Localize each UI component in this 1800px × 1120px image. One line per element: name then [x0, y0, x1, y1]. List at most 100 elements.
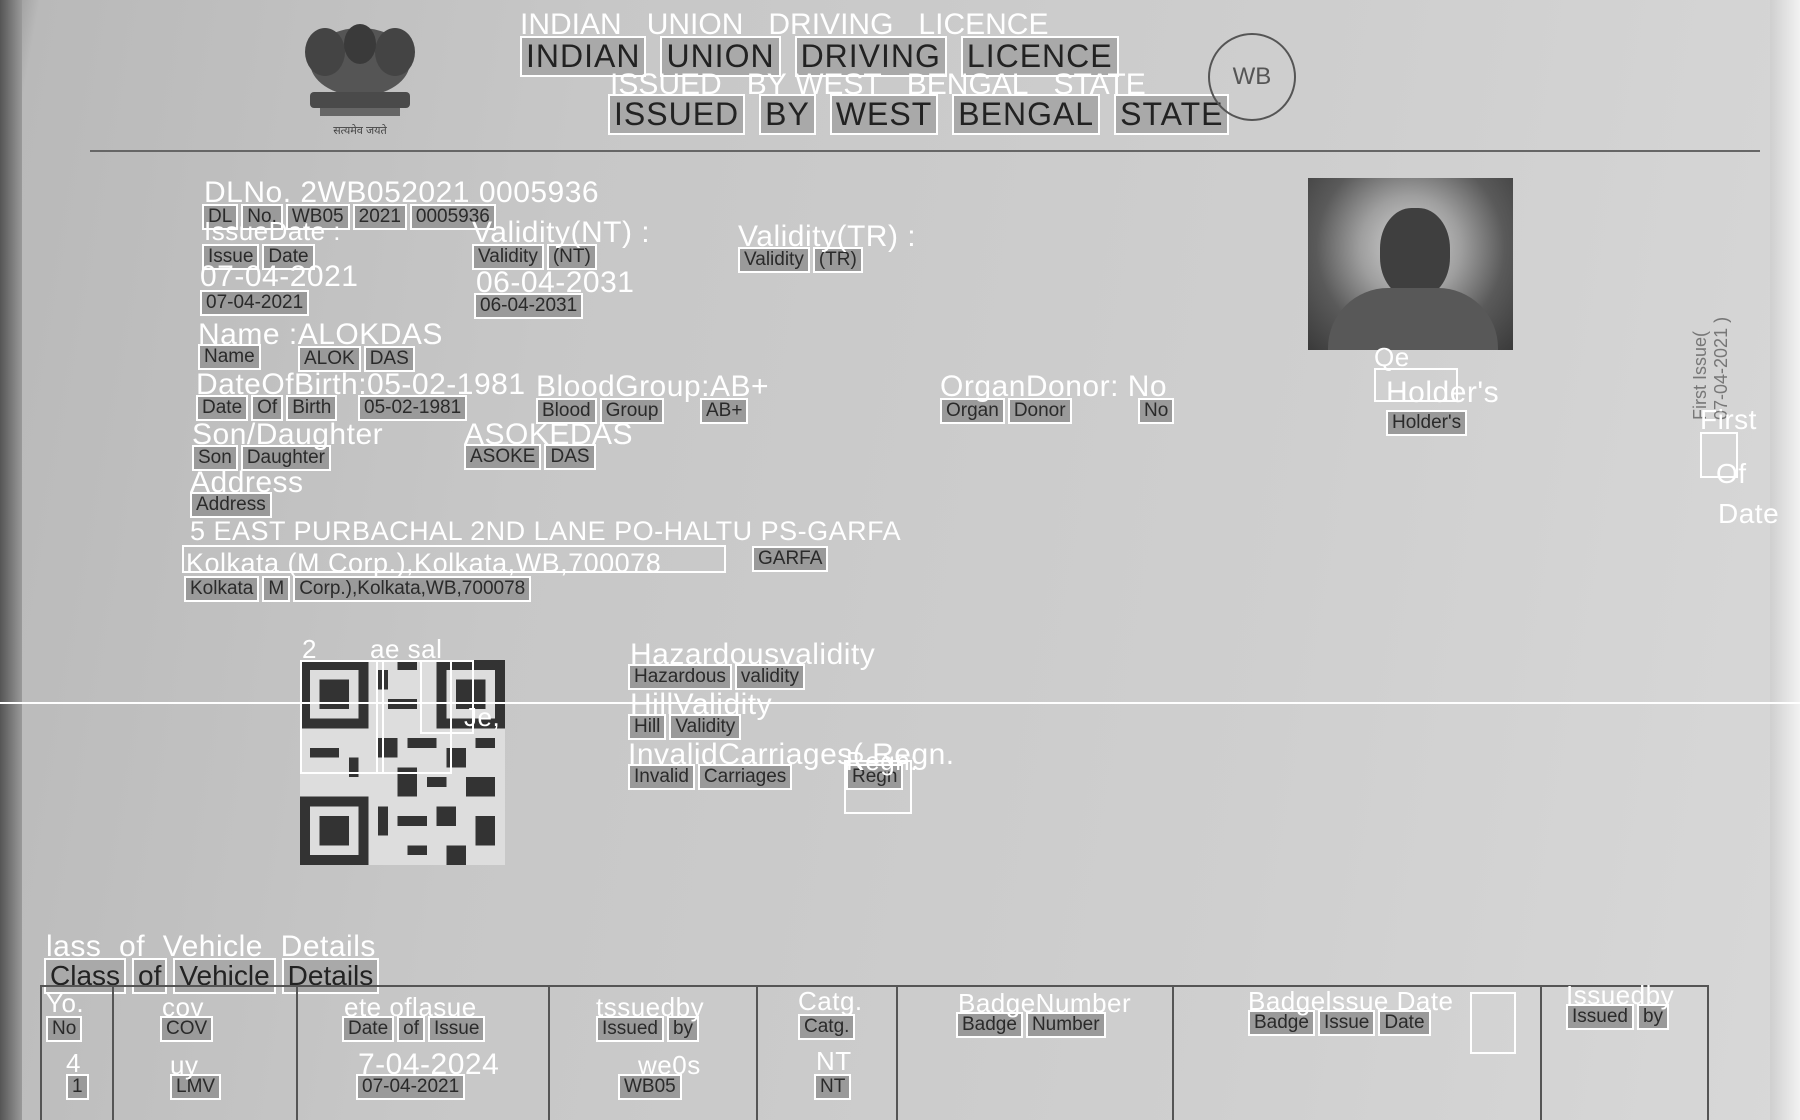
table-col-divider — [112, 985, 114, 1120]
side-ocr-first: First — [1700, 404, 1757, 435]
header-word: UNION — [660, 36, 781, 77]
col-header-ocr: ete oflasue — [344, 992, 477, 1022]
header-word: DRIVING — [794, 36, 947, 77]
dob-ocr: DateOfBirth:05-02-1981 — [196, 368, 526, 401]
table-col-divider — [896, 985, 898, 1120]
qe-ocr-box — [1374, 368, 1458, 402]
regn-label: Regn — [846, 764, 906, 790]
col-header-ocr: BadgeNumber — [958, 988, 1132, 1018]
issue-date-value: 07-04-2021 — [200, 290, 312, 316]
qr-ocr-box — [300, 660, 384, 774]
table-col-divider — [1172, 985, 1174, 1120]
holder-label: Holder's — [1386, 410, 1470, 436]
cell-ocr: NT — [816, 1046, 852, 1076]
regn-box — [844, 760, 912, 814]
cell-ocr: 7-04-2024 — [358, 1048, 500, 1081]
table-col-divider — [296, 985, 298, 1120]
qr-ocr-box — [420, 660, 474, 734]
side-ocr-date: Date — [1718, 498, 1780, 529]
issue-date-value-ocr: 07-04-2021 — [200, 260, 359, 293]
table-col-divider — [1540, 985, 1542, 1120]
header-word: INDIAN — [520, 36, 647, 77]
address-line1-ocr: 5 EAST PURBACHAL 2ND LANE PO-HALTU PS-GA… — [190, 516, 902, 546]
vehicle-table — [40, 985, 1709, 1120]
header-divider — [90, 150, 1760, 152]
header-word: ISSUED — [608, 94, 746, 135]
regn-ocr: Regn: — [846, 746, 918, 776]
blood-group-ocr: BloodGroup:AB+ — [536, 370, 769, 403]
qr-ocr-text: 2 — [302, 634, 317, 664]
qr-code — [300, 660, 505, 865]
header-word: LICENCE — [960, 36, 1119, 77]
header-title: INDIAN UNION DRIVING LICENCE — [520, 36, 1133, 77]
table-col-divider — [756, 985, 758, 1120]
header-word: STATE — [1114, 94, 1230, 135]
cell-ocr: uy — [170, 1050, 199, 1080]
holder-ocr: Holder's — [1386, 376, 1500, 409]
header-ocr-line2: ISSUED BY WEST BENGAL STATE — [610, 68, 1146, 101]
cell-date-of-issue: 07-04-2021 — [356, 1074, 468, 1100]
scan-edge-right — [1770, 0, 1800, 1120]
issue-date-ocr: IssueDate : — [204, 216, 342, 246]
dl-number-ocr: DLNo. 2WB052021 0005936 — [204, 176, 600, 209]
header-ocr-line1: INDIAN UNION DRIVING LICENCE — [520, 8, 1049, 41]
address-line2-ocr: Kolkata (M Corp.),Kolkata,WB,700078 — [186, 548, 662, 578]
organ-donor-ocr: OrganDonor: No — [940, 370, 1168, 403]
header-ocr-box — [1470, 992, 1516, 1054]
validity-tr-label: Validity(TR) — [738, 247, 866, 273]
organ-donor-value: No — [1138, 398, 1177, 424]
header-word: BENGAL — [952, 94, 1101, 135]
header-word: WEST — [829, 94, 939, 135]
col-header-ocr: Badgelssue Date — [1248, 986, 1454, 1016]
holder-photo — [1308, 178, 1513, 350]
col-header-ocr: tssuedby — [596, 992, 705, 1022]
table-col-divider — [548, 985, 550, 1120]
side-ocr-box — [1700, 432, 1738, 478]
col-header-ocr: Catg. — [798, 986, 863, 1016]
holder-shirt — [1328, 288, 1498, 350]
col-header-ocr: cov — [162, 992, 204, 1022]
address-label: Address — [190, 492, 275, 518]
col-header-ocr: Issuedby — [1566, 980, 1675, 1010]
qr-ocr-box — [376, 660, 452, 774]
vehicle-section-ocr: lass of Vehicle Details — [46, 930, 376, 963]
side-ocr-of: Of — [1716, 458, 1747, 489]
name-label: Name — [198, 344, 264, 370]
qe-ocr: Qe — [1374, 342, 1410, 372]
validity-nt-ocr: Validity(NT) : — [472, 216, 651, 249]
cell-no: 1 — [66, 1074, 92, 1100]
cell-cov: LMV — [170, 1074, 224, 1100]
col-header-no: No — [46, 1016, 85, 1042]
blood-group-value: AB+ — [700, 398, 751, 424]
qr-ocr-text: ae sal — [370, 634, 443, 664]
address-line1-chip: GARFA — [752, 546, 831, 572]
name-ocr: Name :ALOKDAS — [198, 318, 443, 351]
validity-nt-label: Validity(NT) — [472, 244, 600, 270]
state-badge: WB — [1208, 33, 1296, 121]
father-ocr: ASOKEDAS — [464, 418, 634, 451]
hazard-ocr: Hazardousvalidity — [630, 638, 876, 671]
scan-edge-left — [0, 0, 22, 1120]
dob-value: 05-02-1981 — [358, 395, 470, 421]
national-emblem-icon: सत्यमेव जयते — [305, 24, 415, 137]
cell-ocr: we0s — [638, 1050, 701, 1080]
